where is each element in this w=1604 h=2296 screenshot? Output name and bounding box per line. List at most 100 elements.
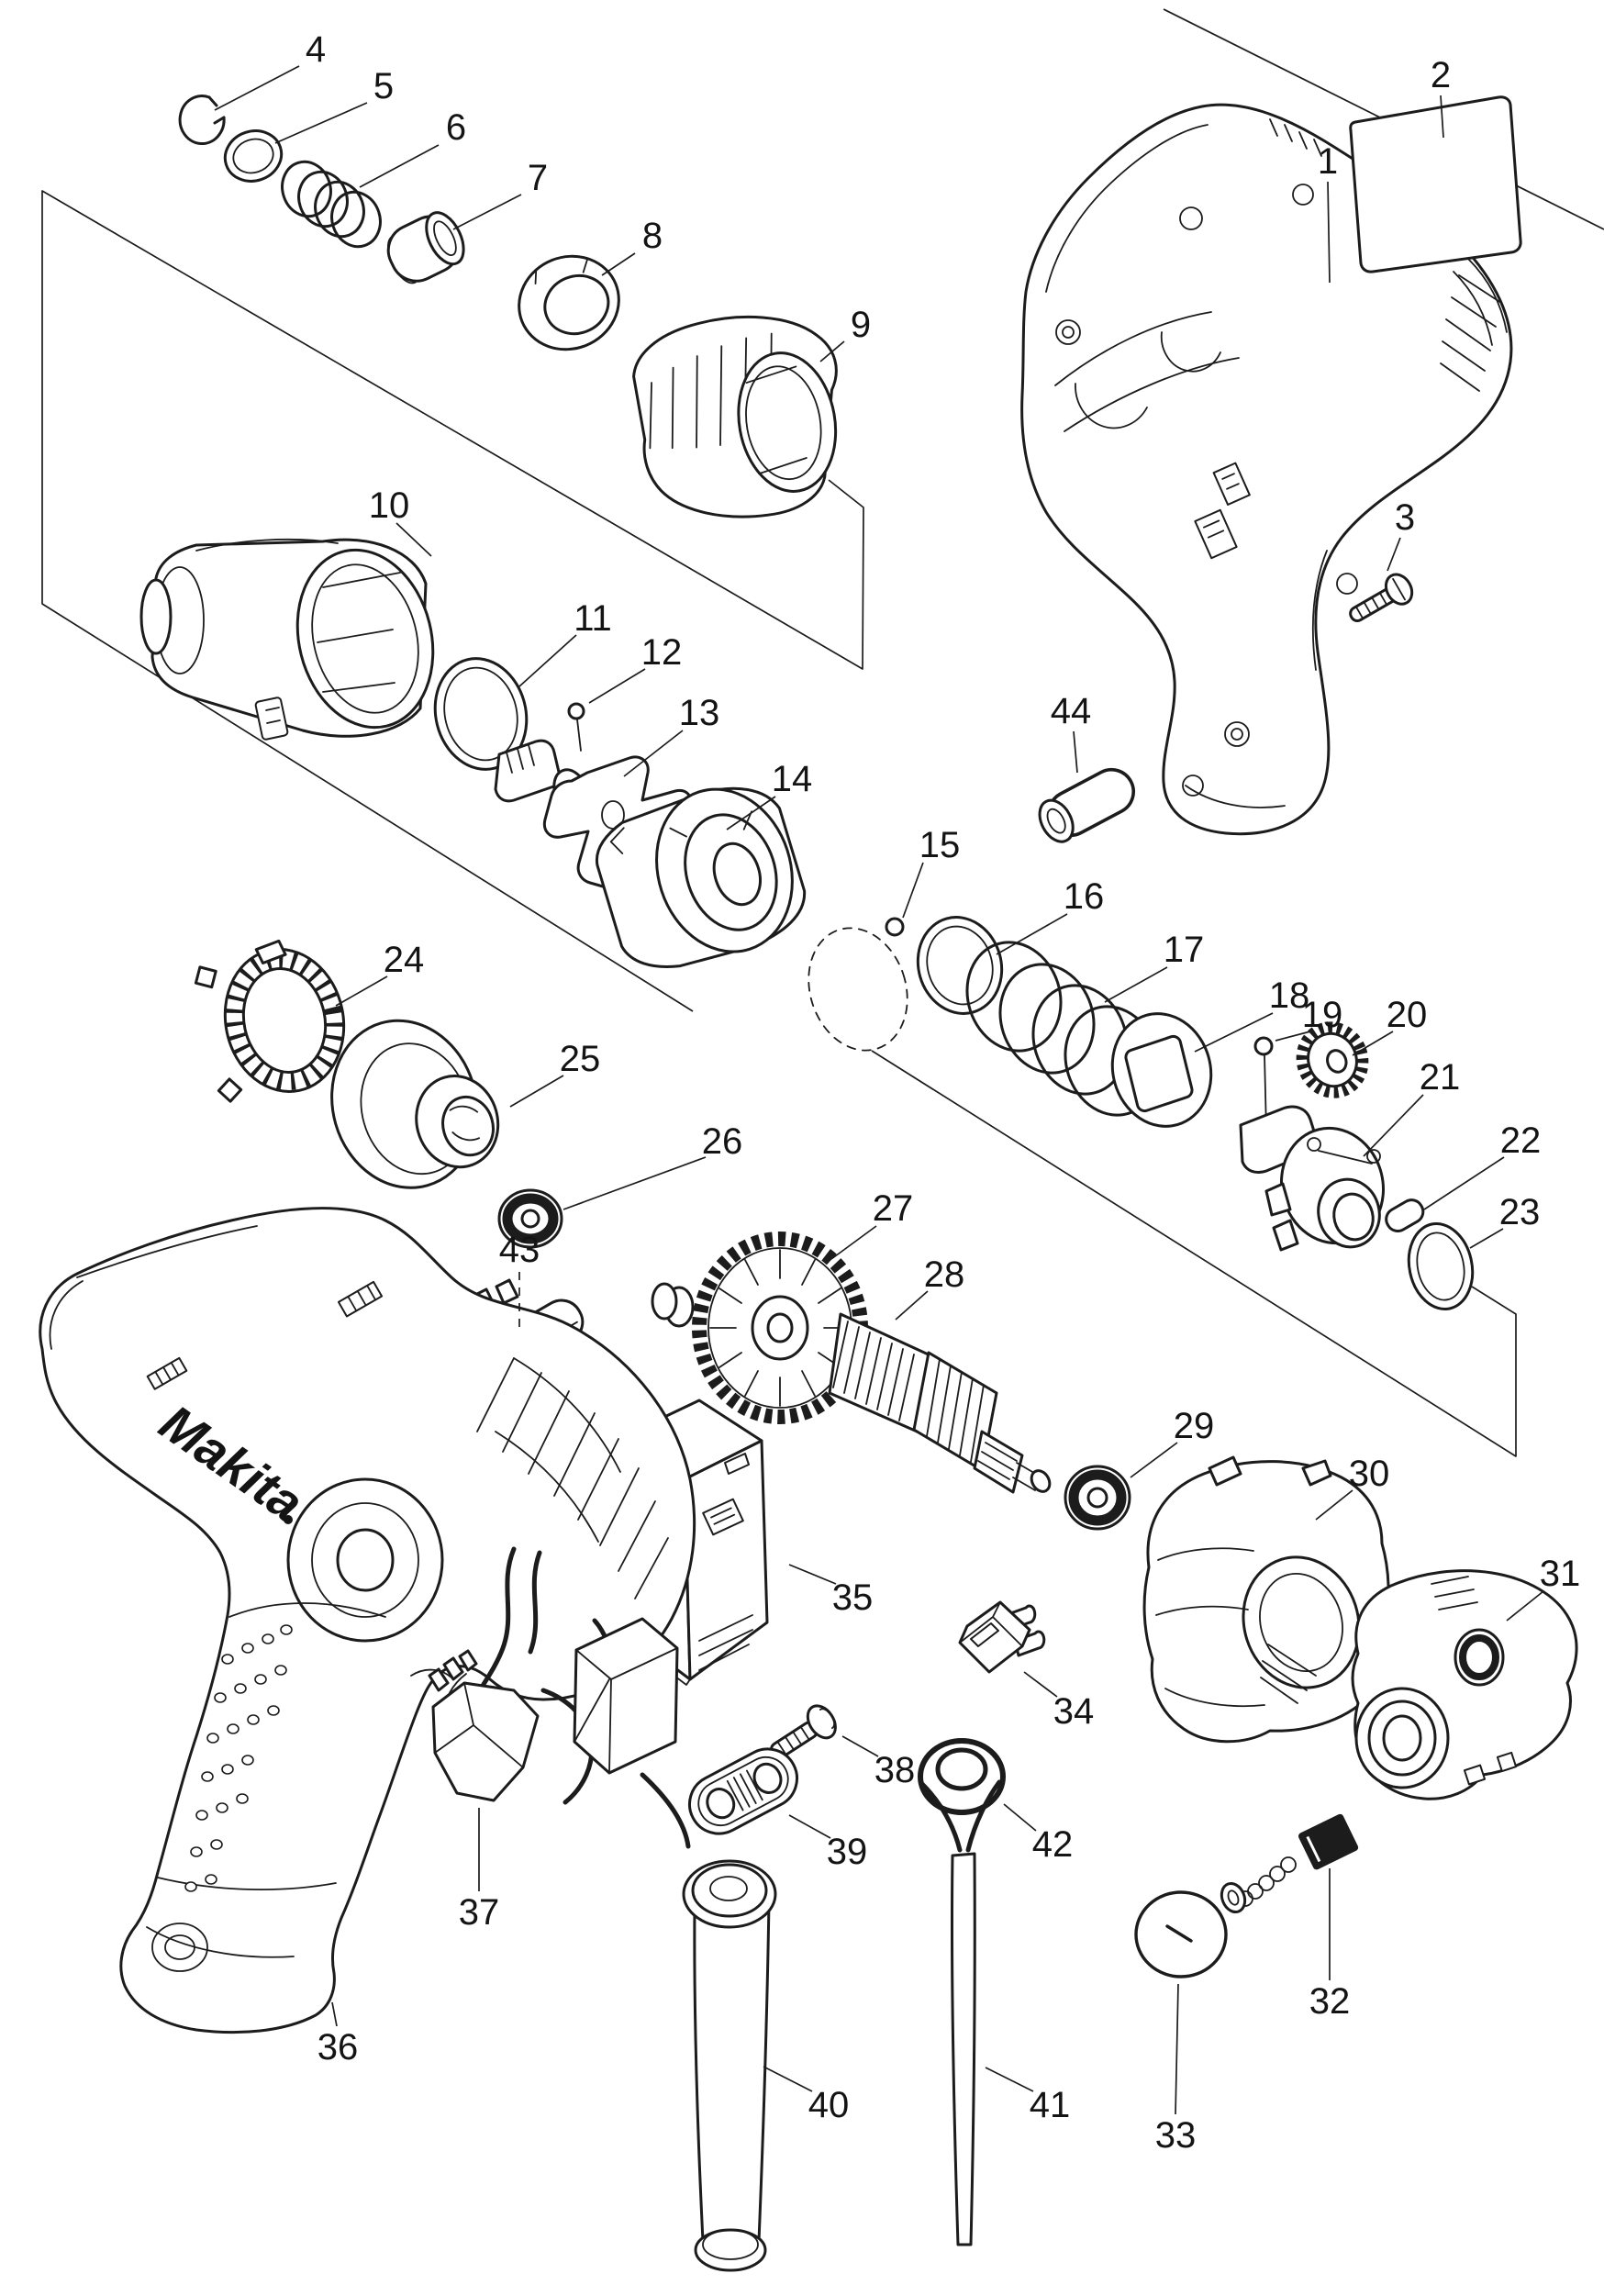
part-21-leader-line bbox=[1363, 1094, 1424, 1157]
part-label-10: 10 bbox=[369, 485, 410, 526]
part-40-leader-line bbox=[763, 2066, 813, 2092]
part-12-leader-line bbox=[588, 668, 646, 704]
part-label-19: 19 bbox=[1302, 995, 1343, 1035]
part-label-28: 28 bbox=[924, 1254, 965, 1295]
part-16-leader-line bbox=[996, 913, 1068, 955]
part-1-leader-line bbox=[1327, 181, 1331, 284]
part-22-pin bbox=[1385, 1198, 1425, 1232]
part-label-25: 25 bbox=[560, 1039, 601, 1079]
part-label-4: 4 bbox=[306, 29, 326, 70]
part-label-35: 35 bbox=[832, 1577, 874, 1618]
part-label-33: 33 bbox=[1155, 2115, 1197, 2156]
part-42-leader-line bbox=[1003, 1803, 1037, 1832]
part-17-leader-line bbox=[1104, 966, 1168, 1003]
part-28-armature bbox=[828, 1312, 1052, 1494]
part-32-carbon-brush bbox=[1220, 1813, 1359, 1914]
part-20-leader-line bbox=[1352, 1031, 1394, 1056]
part-label-14: 14 bbox=[772, 759, 813, 799]
part-label-32: 32 bbox=[1309, 1981, 1351, 2022]
part-42-cord-grommet bbox=[918, 1738, 1006, 1815]
part-24-clutch-ring bbox=[194, 939, 346, 1103]
part-label-23: 23 bbox=[1499, 1192, 1541, 1232]
part-label-12: 12 bbox=[641, 632, 683, 673]
part-24-leader-line bbox=[335, 975, 388, 1007]
part-4-leader-line bbox=[214, 65, 300, 111]
part-label-37: 37 bbox=[459, 1892, 500, 1933]
part-1-housing-half-right bbox=[1020, 103, 1513, 836]
part-19-leader-line bbox=[1275, 1031, 1311, 1042]
part-label-22: 22 bbox=[1500, 1120, 1542, 1161]
part-31-leader-line bbox=[1506, 1590, 1544, 1622]
part-4-snap-ring bbox=[178, 95, 226, 146]
part-18-leader-line bbox=[1194, 1012, 1274, 1053]
part-41-leader-line bbox=[985, 2067, 1034, 2092]
part-label-43: 43 bbox=[499, 1230, 540, 1270]
part-34-leader-line bbox=[1023, 1671, 1058, 1698]
part-31-rear-bracket bbox=[1351, 1569, 1578, 1800]
part-23-leader-line bbox=[1469, 1228, 1504, 1249]
part-33-leader-line bbox=[1175, 1983, 1179, 2115]
part-label-8: 8 bbox=[642, 216, 663, 256]
part-2-nameplate bbox=[1349, 95, 1522, 273]
part-39-leader-line bbox=[788, 1814, 831, 1839]
part-34-connector-block bbox=[958, 1600, 1046, 1674]
part-13-leader-line bbox=[623, 730, 684, 777]
part-10-joint-sleeve bbox=[139, 538, 435, 741]
part-5-leader-line bbox=[274, 102, 368, 144]
part-label-38: 38 bbox=[874, 1750, 916, 1790]
part-5-ring bbox=[223, 129, 284, 183]
part-label-9: 9 bbox=[851, 305, 871, 345]
part-25-leader-line bbox=[509, 1075, 564, 1108]
part-7-sleeve bbox=[386, 211, 465, 284]
part-16-flat-washer bbox=[916, 916, 1004, 1015]
part-label-1: 1 bbox=[1318, 141, 1338, 182]
part-18-square-ring bbox=[1110, 1012, 1213, 1128]
part-3-screw bbox=[1349, 573, 1414, 623]
part-label-41: 41 bbox=[1030, 2085, 1071, 2125]
part-label-42: 42 bbox=[1032, 1824, 1074, 1865]
part-label-36: 36 bbox=[317, 2027, 359, 2068]
part-38-screw bbox=[769, 1704, 837, 1760]
part-label-26: 26 bbox=[702, 1121, 743, 1162]
part-7-leader-line bbox=[452, 194, 522, 230]
part-29-ball-bearing bbox=[1064, 1465, 1131, 1531]
part-30-field-stator bbox=[1142, 1455, 1390, 1744]
part-28-leader-line bbox=[895, 1290, 929, 1321]
part-15-steel-ball bbox=[808, 917, 908, 1052]
part-label-3: 3 bbox=[1395, 497, 1415, 538]
part-label-13: 13 bbox=[679, 693, 720, 733]
part-12-steel-ball bbox=[567, 702, 585, 752]
part-21-spindle-flange bbox=[1239, 1105, 1385, 1252]
part-label-15: 15 bbox=[919, 825, 961, 865]
part-22-leader-line bbox=[1423, 1156, 1505, 1210]
part-label-27: 27 bbox=[873, 1188, 914, 1229]
part-10-leader-line bbox=[395, 522, 432, 557]
part-6-spring bbox=[281, 160, 382, 249]
part-19-steel-ball bbox=[1253, 1036, 1274, 1131]
part-44-sleeve-pin bbox=[1038, 767, 1135, 843]
part-15-leader-line bbox=[902, 862, 924, 919]
part-3-leader-line bbox=[1387, 537, 1401, 572]
part-29-leader-line bbox=[1130, 1442, 1178, 1478]
part-38-leader-line bbox=[841, 1735, 879, 1757]
part-label-2: 2 bbox=[1431, 55, 1451, 95]
part-label-11: 11 bbox=[574, 598, 612, 639]
part-27-spur-gear bbox=[651, 1232, 868, 1424]
part-41-power-cord bbox=[919, 1779, 1002, 2246]
logo-dot bbox=[284, 1515, 293, 1524]
part-label-31: 31 bbox=[1540, 1554, 1581, 1594]
part-2-leader-line bbox=[1440, 95, 1444, 139]
part-label-40: 40 bbox=[808, 2085, 850, 2125]
part-label-6: 6 bbox=[446, 107, 466, 148]
part-label-17: 17 bbox=[1164, 930, 1205, 970]
part-9-chuck-cover bbox=[632, 315, 838, 518]
part-label-30: 30 bbox=[1349, 1454, 1390, 1494]
grip-dots bbox=[184, 1624, 293, 1892]
part-6-leader-line bbox=[359, 144, 440, 188]
part-label-20: 20 bbox=[1387, 995, 1428, 1035]
part-label-39: 39 bbox=[827, 1832, 868, 1872]
part-40-boot-sleeve bbox=[682, 1859, 777, 2272]
part-36-leader-line bbox=[331, 2001, 338, 2027]
